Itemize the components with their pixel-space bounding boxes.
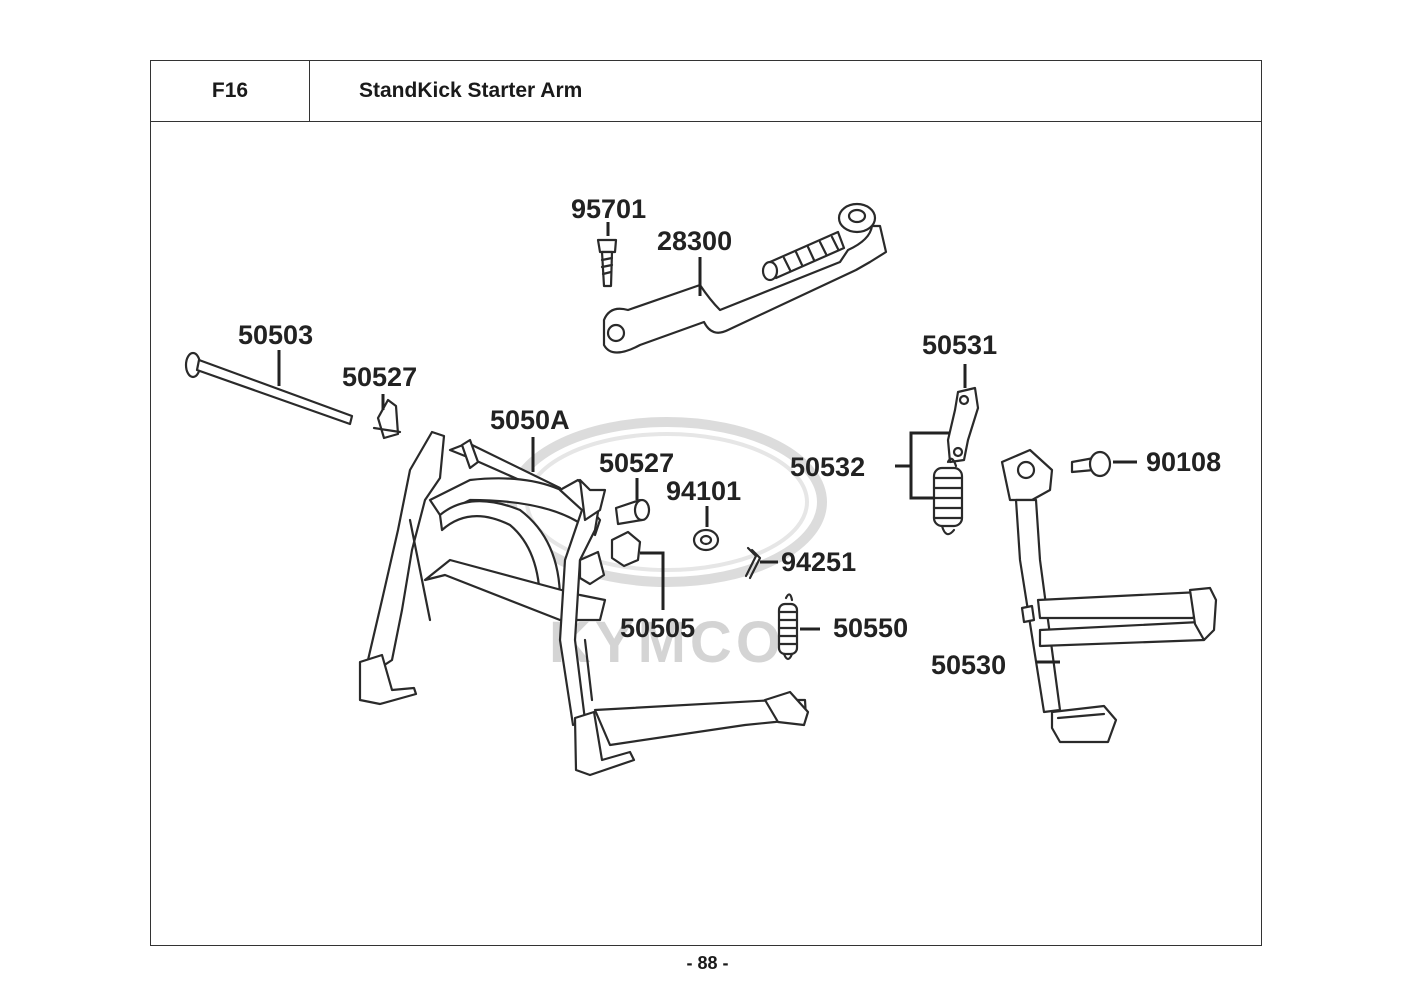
label-50531: 50531: [922, 330, 997, 360]
collar-50527-middle[interactable]: [614, 498, 651, 526]
label-50532: 50532: [790, 452, 865, 482]
label-50527-middle: 50527: [599, 448, 674, 478]
label-5050A: 5050A: [490, 405, 570, 435]
section-title: StandKick Starter Arm: [309, 60, 1262, 122]
axle-pin-50503[interactable]: [184, 351, 354, 426]
collar-50527-left[interactable]: [372, 398, 402, 440]
label-50550: 50550: [833, 613, 908, 643]
side-stand-50530[interactable]: [1000, 448, 1218, 744]
bolt-95701[interactable]: [596, 238, 618, 288]
page-number: - 88 -: [686, 953, 729, 973]
label-50530: 50530: [931, 650, 1006, 680]
label-90108: 90108: [1146, 447, 1221, 477]
cotter-pin-94251[interactable]: [744, 546, 762, 580]
label-94101: 94101: [666, 476, 741, 506]
label-50503: 50503: [238, 320, 313, 350]
bolt-90108[interactable]: [1070, 450, 1112, 478]
main-stand-5050A[interactable]: [358, 430, 810, 777]
label-50505: 50505: [620, 613, 695, 643]
kick-starter-arm-28300[interactable]: [602, 202, 888, 354]
section-code: F16: [150, 60, 310, 122]
washer-94101[interactable]: [692, 528, 720, 552]
label-28300: 28300: [657, 226, 732, 256]
stopper-50505[interactable]: [578, 530, 642, 586]
spring-50550[interactable]: [777, 593, 799, 661]
label-95701: 95701: [571, 194, 646, 224]
spring-50532[interactable]: [932, 457, 964, 536]
plate-50531[interactable]: [946, 386, 980, 464]
label-94251: 94251: [781, 547, 856, 577]
label-50527-left: 50527: [342, 362, 417, 392]
